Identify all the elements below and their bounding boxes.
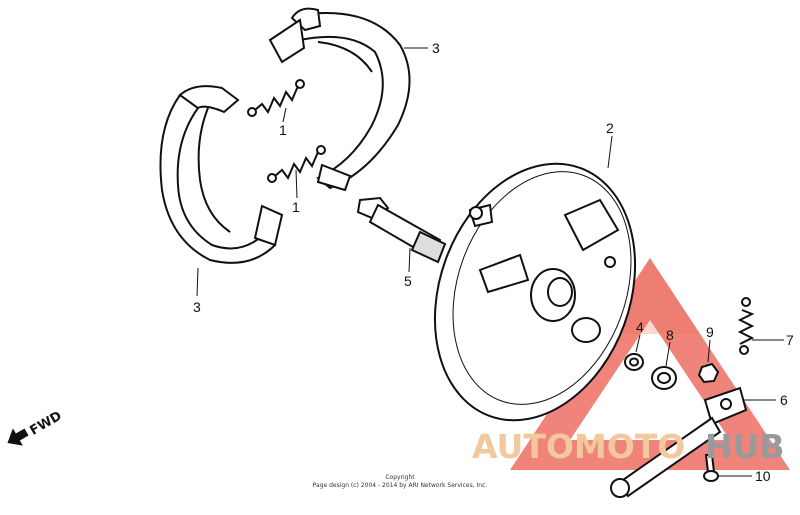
callout-washer-small: 4 bbox=[636, 319, 644, 335]
callout-brake-arm: 6 bbox=[780, 392, 788, 408]
callout-shoe-top: 3 bbox=[432, 40, 440, 56]
callout-nut: 9 bbox=[706, 324, 714, 340]
callout-brake-cam: 5 bbox=[404, 273, 412, 289]
fwd-arrow: FWD bbox=[7, 409, 65, 446]
copyright-notice: Copyright Page design (c) 2004 - 2014 by… bbox=[300, 474, 500, 490]
brake-cam bbox=[356, 196, 447, 264]
nut bbox=[697, 362, 720, 384]
callout-spring-upper: 1 bbox=[279, 122, 287, 138]
brake-panel bbox=[433, 162, 637, 422]
brake-shoe-top bbox=[268, 7, 411, 192]
copyright-line1: Copyright bbox=[385, 474, 415, 481]
spring-upper bbox=[247, 79, 305, 117]
callout-brake-panel: 2 bbox=[606, 120, 614, 136]
fwd-arrow-icon bbox=[7, 428, 29, 446]
brake-arm bbox=[610, 386, 748, 498]
watermark-text-b: HUB bbox=[705, 427, 785, 466]
washer-small bbox=[624, 353, 644, 371]
return-spring bbox=[737, 297, 755, 355]
callout-shoe-left: 3 bbox=[193, 299, 201, 315]
callout-spring-lower: 1 bbox=[292, 199, 300, 215]
copyright-line2: Page design (c) 2004 - 2014 by ARI Netwo… bbox=[312, 482, 488, 489]
leader-lines bbox=[196, 47, 784, 477]
callout-washer-large: 8 bbox=[666, 327, 674, 343]
watermark-text-a: AUTOMOTO bbox=[472, 427, 685, 466]
washer-large bbox=[651, 366, 677, 390]
spring-lower bbox=[267, 145, 326, 183]
bolt bbox=[703, 454, 719, 482]
callout-return-spring: 7 bbox=[786, 332, 794, 348]
fwd-label: FWD bbox=[28, 409, 65, 439]
callout-bolt: 10 bbox=[755, 468, 771, 484]
brake-shoe-left bbox=[159, 85, 284, 264]
